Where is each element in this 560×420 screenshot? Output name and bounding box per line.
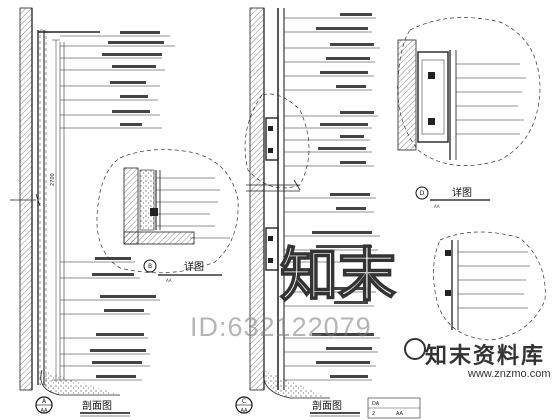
corner-title-box: DA 2 AA xyxy=(367,397,421,419)
corner-box-line-3: AA xyxy=(396,411,404,417)
dimension-line: 2700 xyxy=(50,39,60,381)
detail-marker-d-text: D xyxy=(420,190,425,197)
right-section-leaders xyxy=(284,17,380,381)
section-marker-c-sub: AA xyxy=(241,408,249,414)
title-block-section-c: C AA 剖面图 xyxy=(235,396,360,417)
far-right-section xyxy=(433,231,546,341)
watermark-brand-text: 知末资料库 xyxy=(425,344,546,369)
watermark-logo-icon xyxy=(404,338,426,360)
title-detail-b: B 详图 AA xyxy=(143,259,222,283)
section-title-c: 剖面图 xyxy=(312,399,342,412)
detail-title-b: 详图 xyxy=(184,260,204,273)
right-section-view xyxy=(244,7,330,399)
title-detail-d: D 详图 AA xyxy=(415,186,490,209)
dimension-value: 2700 xyxy=(50,173,56,186)
detail-b xyxy=(96,149,239,274)
detail-marker-b xyxy=(143,259,157,273)
watermark-large-text: 知末 xyxy=(279,240,397,310)
left-section-view xyxy=(10,7,120,396)
detail-scale-d: AA xyxy=(434,204,440,209)
detail-d xyxy=(397,17,541,166)
detail-scale-b: AA xyxy=(166,278,172,283)
section-marker-a-text: A xyxy=(42,398,47,405)
corner-box-line-2: 2 xyxy=(372,411,375,417)
section-marker-a-sub: AA xyxy=(41,408,49,414)
right-leader-notes xyxy=(312,13,374,378)
detail-marker-d xyxy=(415,186,429,200)
title-block-section-a: A AA 剖面图 xyxy=(35,396,130,417)
section-marker-c-text: C xyxy=(242,398,246,405)
left-section-leaders xyxy=(60,35,175,381)
left-leader-notes xyxy=(90,31,164,378)
watermark-id-text: ID:632122079 xyxy=(190,312,372,342)
section-title-a: 剖面图 xyxy=(82,399,112,412)
corner-box-line-1: DA xyxy=(372,401,380,407)
detail-title-d: 详图 xyxy=(452,186,472,199)
watermark-url-text: www.znzmo.com xyxy=(468,368,551,380)
detail-marker-b-text: B xyxy=(148,263,152,270)
